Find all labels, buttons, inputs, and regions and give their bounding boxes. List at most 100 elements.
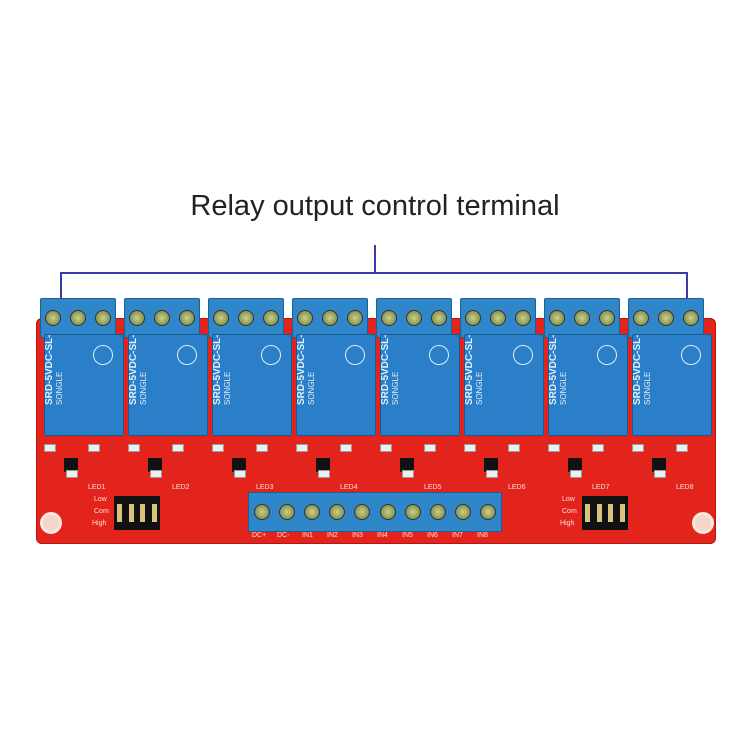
screw-terminal: [465, 310, 482, 326]
screw-terminal: [430, 310, 447, 326]
mounting-hole: [40, 512, 62, 534]
jumper-label-right-high: High: [560, 520, 575, 527]
screw-terminal: [178, 310, 195, 326]
screw-terminal: [129, 310, 146, 326]
input-label: IN3: [352, 532, 363, 539]
optocoupler-chip: [400, 458, 414, 472]
smd-component: [128, 444, 140, 452]
input-screw-terminal: [480, 504, 497, 520]
output-terminal-block: [628, 298, 704, 338]
screw-terminal: [45, 310, 62, 326]
relay: 10A 250VAC 10A 125VAC10A 30VDC 10A 28VDC…: [44, 334, 124, 436]
relay: 10A 250VAC 10A 125VAC10A 30VDC 10A 28VDC…: [380, 334, 460, 436]
led-label: LED5: [424, 484, 442, 491]
smd-component: [632, 444, 644, 452]
input-label: DC+: [252, 532, 267, 539]
input-label: IN7: [452, 532, 463, 539]
smd-component: [654, 470, 666, 478]
input-screw-terminal: [253, 504, 270, 520]
smd-component: [508, 444, 520, 452]
optocoupler-chip: [232, 458, 246, 472]
output-terminal-block: [376, 298, 452, 338]
output-terminal-block: [208, 298, 284, 338]
smd-component: [548, 444, 560, 452]
relay-logo: [681, 345, 701, 365]
input-label: IN8: [477, 532, 488, 539]
led-label: LED6: [508, 484, 526, 491]
screw-terminal: [549, 310, 566, 326]
smd-component: [340, 444, 352, 452]
output-terminal-block: [544, 298, 620, 338]
smd-component: [234, 470, 246, 478]
screw-terminal: [262, 310, 279, 326]
screw-terminal: [598, 310, 615, 326]
led-label: LED1: [88, 484, 106, 491]
bracket-left-end: [60, 272, 62, 298]
screw-terminal: [489, 310, 506, 326]
screw-terminal: [573, 310, 590, 326]
relay-text: 10A 250VAC 10A 125VAC10A 30VDC 10A 28VDC…: [128, 334, 148, 405]
input-screw-terminal: [404, 504, 421, 520]
led-label: LED7: [592, 484, 610, 491]
bracket-bar: [60, 272, 688, 274]
screw-terminal: [657, 310, 674, 326]
input-screw-terminal: [455, 504, 472, 520]
smd-component: [570, 470, 582, 478]
output-terminal-block: [460, 298, 536, 338]
screw-terminal: [346, 310, 363, 326]
smd-component: [150, 470, 162, 478]
screw-terminal: [297, 310, 314, 326]
screw-terminal: [237, 310, 254, 326]
relay: 10A 250VAC 10A 125VAC10A 30VDC 10A 28VDC…: [296, 334, 376, 436]
relay-logo: [261, 345, 281, 365]
input-screw-terminal: [329, 504, 346, 520]
mounting-hole: [692, 512, 714, 534]
relay-text: 10A 250VAC 10A 125VAC10A 30VDC 10A 28VDC…: [548, 334, 568, 405]
output-terminal-block: [124, 298, 200, 338]
input-screw-terminal: [278, 504, 295, 520]
jumper-label-right-low: Low: [562, 496, 575, 503]
optocoupler-chip: [568, 458, 582, 472]
relay-text: 10A 250VAC 10A 125VAC10A 30VDC 10A 28VDC…: [212, 334, 232, 405]
input-screw-terminal: [379, 504, 396, 520]
relay-logo: [513, 345, 533, 365]
relay-text: 10A 250VAC 10A 125VAC10A 30VDC 10A 28VDC…: [380, 334, 400, 405]
smd-component: [486, 470, 498, 478]
jumper-label-left-high: High: [92, 520, 107, 527]
smd-component: [88, 444, 100, 452]
smd-component: [44, 444, 56, 452]
smd-component: [318, 470, 330, 478]
smd-component: [66, 470, 78, 478]
input-label: IN2: [327, 532, 338, 539]
input-label: IN4: [377, 532, 388, 539]
input-screw-terminal: [303, 504, 320, 520]
screw-terminal: [213, 310, 230, 326]
relay-logo: [345, 345, 365, 365]
relay: 10A 250VAC 10A 125VAC10A 30VDC 10A 28VDC…: [128, 334, 208, 436]
screw-terminal: [514, 310, 531, 326]
screw-terminal: [69, 310, 86, 326]
jumper-label-left-low: Low: [94, 496, 107, 503]
screw-terminal: [381, 310, 398, 326]
relay: 10A 250VAC 10A 125VAC10A 30VDC 10A 28VDC…: [632, 334, 712, 436]
relay-text: 10A 250VAC 10A 125VAC10A 30VDC 10A 28VDC…: [296, 334, 316, 405]
relay-text: 10A 250VAC 10A 125VAC10A 30VDC 10A 28VDC…: [44, 334, 64, 405]
smd-component: [464, 444, 476, 452]
screw-terminal: [153, 310, 170, 326]
smd-component: [592, 444, 604, 452]
output-terminal-block: [40, 298, 116, 338]
optocoupler-chip: [148, 458, 162, 472]
optocoupler-chip: [64, 458, 78, 472]
bracket-right-end: [686, 272, 688, 298]
smd-component: [424, 444, 436, 452]
relay: 10A 250VAC 10A 125VAC10A 30VDC 10A 28VDC…: [464, 334, 544, 436]
caption: Relay output control terminal: [190, 190, 560, 222]
led-label: LED8: [676, 484, 694, 491]
smd-component: [402, 470, 414, 478]
input-terminal-block: [248, 492, 502, 532]
relay-logo: [597, 345, 617, 365]
input-screw-terminal: [354, 504, 371, 520]
jumper-label-right-com: Com: [562, 508, 577, 515]
input-label: DC-: [277, 532, 290, 539]
smd-component: [296, 444, 308, 452]
